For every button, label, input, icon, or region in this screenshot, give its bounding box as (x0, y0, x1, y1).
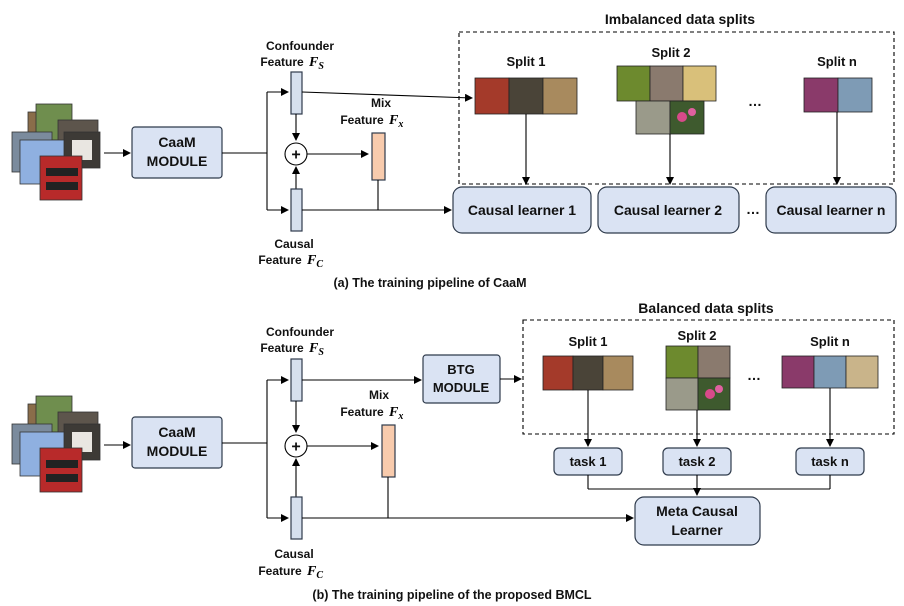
meta-learner-line2: Learner (671, 522, 723, 538)
causal-symbol-b: FC (306, 564, 323, 581)
confounder-label-a-line1: Confounder (266, 39, 334, 53)
task-2-label: task 2 (679, 454, 716, 469)
caam-module-b: CaaM MODULE (131, 416, 223, 469)
task-n-node: task n (795, 447, 865, 476)
mix-symbol-a: Fx (388, 113, 403, 130)
causal-label-a-line2: Feature (258, 253, 302, 267)
split-n-label-b: Split n (810, 334, 850, 349)
causal-learner-2-label: Causal learner 2 (614, 202, 722, 218)
arrow-confounder-to-splits-a (301, 91, 473, 102)
split-2-label-a: Split 2 (651, 45, 690, 60)
split-2-label-b: Split 2 (677, 328, 716, 343)
caam-module-b-line1: CaaM (158, 424, 195, 440)
split-1-label-a: Split 1 (506, 54, 545, 69)
balanced-splits-title: Balanced data splits (638, 300, 774, 316)
confounder-label-a-line2: Feature (260, 55, 304, 69)
confounder-symbol-a: FS (308, 55, 324, 72)
task-1-label: task 1 (570, 454, 607, 469)
split-2-images-a (616, 65, 717, 135)
split-1-label-b: Split 1 (568, 334, 607, 349)
causal-feature-bar-a (290, 188, 303, 232)
split-1-images-b (542, 355, 634, 391)
causal-label-b-line2: Feature (258, 564, 302, 578)
panel-b: CaaM MODULE Confounder Feature FS BTG MO… (11, 300, 895, 602)
causal-learner-1-label: Causal learner 1 (468, 202, 576, 218)
causal-label-a-line1: Causal (274, 237, 313, 251)
caam-module-a: CaaM MODULE (131, 126, 223, 179)
meta-causal-learner: Meta Causal Learner (634, 496, 761, 546)
mix-label-b-line2: Feature (340, 405, 384, 419)
balanced-splits-box (522, 319, 895, 435)
input-image-stack-b (11, 395, 101, 493)
causal-learner-n: Causal learner n (765, 186, 897, 234)
causal-learner-n-label: Causal learner n (777, 202, 886, 218)
causal-symbol-a: FC (306, 253, 323, 270)
caption-a: (a) The training pipeline of CaaM (333, 276, 526, 290)
plus-node-b: + (284, 434, 308, 458)
mix-feature-bar-b (381, 424, 396, 478)
imbalanced-splits-title: Imbalanced data splits (605, 11, 755, 27)
causal-feature-bar-b (290, 496, 303, 540)
task-1-node: task 1 (553, 447, 623, 476)
task-n-label: task n (811, 454, 849, 469)
input-image-stack (11, 103, 101, 201)
caption-b: (b) The training pipeline of the propose… (312, 588, 592, 602)
confounder-feature-bar-a (290, 71, 303, 115)
split-2-images-b (665, 345, 731, 411)
imbalanced-splits-box (458, 31, 895, 185)
learner-ellipsis: … (746, 201, 760, 217)
mix-label-b-line1: Mix (369, 388, 389, 402)
mix-feature-bar-a (371, 132, 386, 181)
confounder-feature-bar-b (290, 358, 303, 402)
mix-label-a-line1: Mix (371, 96, 391, 110)
confounder-label-b-line1: Confounder (266, 325, 334, 339)
mix-label-a-line2: Feature (340, 113, 384, 127)
meta-learner-line1: Meta Causal (656, 503, 738, 519)
split-n-images-a (803, 77, 873, 113)
btg-module: BTG MODULE (422, 354, 501, 404)
btg-module-line2: MODULE (433, 380, 490, 395)
split-1-images-a (474, 77, 578, 115)
plus-sign-b: + (291, 439, 300, 456)
plus-node-a: + (284, 142, 308, 166)
panel-a: CaaM MODULE Confounder Feature FS + Mix … (11, 11, 897, 290)
task-2-node: task 2 (662, 447, 732, 476)
plus-sign-a: + (291, 147, 300, 164)
split-n-label-a: Split n (817, 54, 857, 69)
split-ellipsis-b: … (747, 367, 761, 383)
btg-module-line1: BTG (447, 362, 474, 377)
split-n-images-b (781, 355, 879, 389)
split-ellipsis-a: … (748, 93, 762, 109)
causal-label-b-line1: Causal (274, 547, 313, 561)
causal-learner-2: Causal learner 2 (597, 186, 740, 234)
caam-module-a-line2: MODULE (147, 153, 208, 169)
confounder-label-b-line2: Feature (260, 341, 304, 355)
mix-symbol-b: Fx (388, 405, 403, 422)
confounder-symbol-b: FS (308, 341, 324, 358)
caam-module-b-line2: MODULE (147, 443, 208, 459)
causal-learner-1: Causal learner 1 (452, 186, 592, 234)
caam-module-a-line1: CaaM (158, 134, 195, 150)
